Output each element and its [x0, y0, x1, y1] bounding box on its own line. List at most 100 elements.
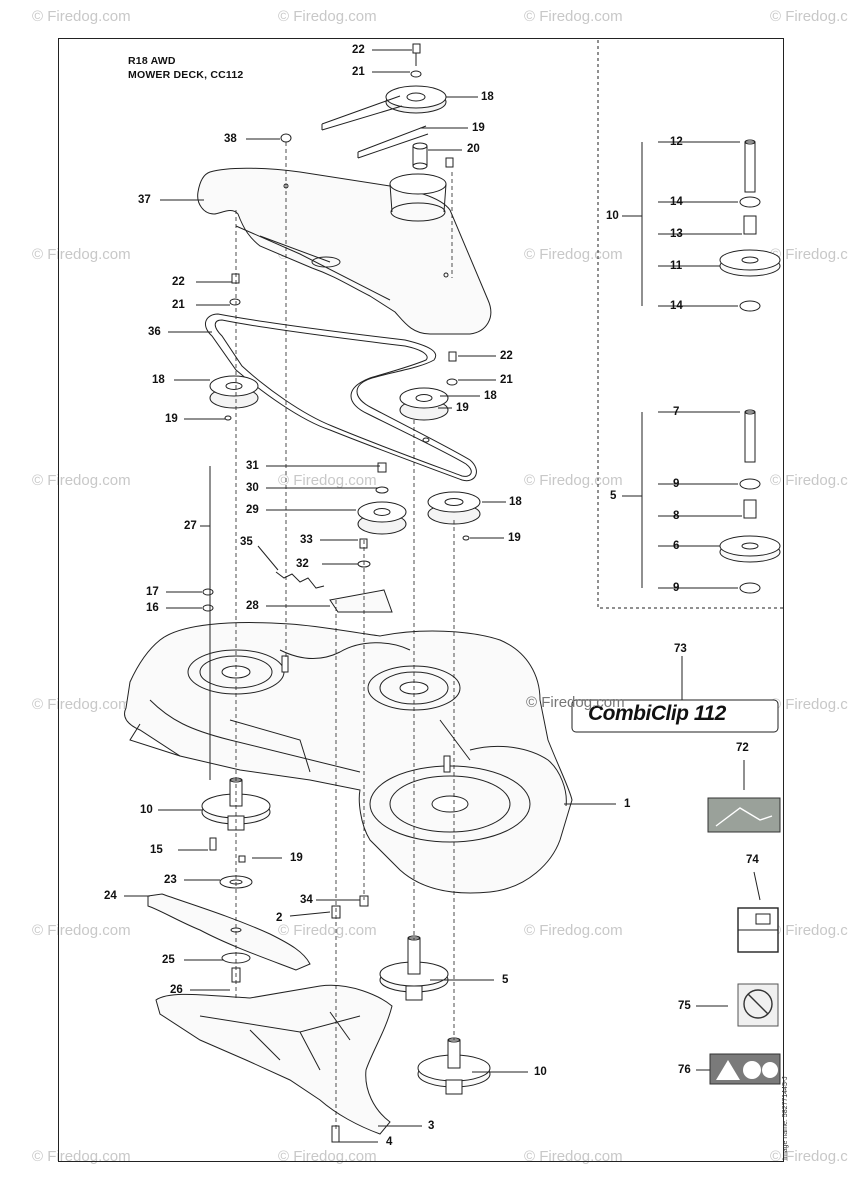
- callout-8: 8: [673, 510, 680, 522]
- callout-32: 32: [296, 558, 309, 570]
- callout-24: 24: [104, 890, 117, 902]
- mower-deck: [124, 622, 573, 894]
- callout-27: 27: [184, 520, 197, 532]
- combiclip-decal: [571, 699, 779, 733]
- watermark-overlay: © Firedog.com: [526, 694, 625, 711]
- callout-26: 26: [170, 984, 183, 996]
- watermark: © Firedog.com: [32, 472, 131, 489]
- callout-35: 35: [240, 536, 253, 548]
- watermark: © Firedog.com: [32, 922, 131, 939]
- spindle-five: [379, 935, 449, 1001]
- callout-18: 18: [484, 390, 497, 402]
- image-number: Image name: 582771445-J: [782, 1076, 789, 1160]
- callout-18: 18: [481, 91, 494, 103]
- callout-5: 5: [610, 490, 617, 502]
- bolt: [331, 1125, 340, 1143]
- callout-33: 33: [300, 534, 313, 546]
- callout-5: 5: [502, 974, 509, 986]
- diagram-frame: [58, 38, 784, 1162]
- watermark: © Firedog.com: [524, 922, 623, 939]
- callout-21: 21: [500, 374, 513, 386]
- callout-1: 1: [624, 798, 631, 810]
- callout-73: 73: [674, 643, 687, 655]
- callout-20: 20: [467, 143, 480, 155]
- callout-12: 12: [670, 136, 683, 148]
- callout-22: 22: [172, 276, 185, 288]
- spindle-ten-bottom: [417, 1037, 491, 1095]
- callout-17: 17: [146, 586, 159, 598]
- watermark: © Firedog.com: [524, 1148, 623, 1165]
- callout-23: 23: [164, 874, 177, 886]
- decal-74-ce: [737, 907, 779, 953]
- callout-4: 4: [386, 1136, 393, 1148]
- callout-19: 19: [472, 122, 485, 134]
- watermark: © Firedog.com: [770, 1148, 848, 1165]
- watermark: © Firedog.com: [278, 1148, 377, 1165]
- callout-31: 31: [246, 460, 259, 472]
- watermark: © Firedog.com: [770, 696, 848, 713]
- top-pulley-group: [321, 43, 447, 170]
- watermark: © Firedog.com: [770, 246, 848, 263]
- callout-18: 18: [509, 496, 522, 508]
- drive-belt: [204, 313, 477, 482]
- tensioner-assembly: [202, 462, 407, 613]
- callout-34: 34: [300, 894, 313, 906]
- callout-10: 10: [140, 804, 153, 816]
- callout-29: 29: [246, 504, 259, 516]
- watermark: © Firedog.com: [32, 696, 131, 713]
- callout-21: 21: [352, 66, 365, 78]
- pin: [359, 895, 369, 907]
- watermark: © Firedog.com: [770, 8, 848, 25]
- callout-15: 15: [150, 844, 163, 856]
- belt-cover: [197, 133, 492, 335]
- watermark: © Firedog.com: [32, 1148, 131, 1165]
- callout-76: 76: [678, 1064, 691, 1076]
- watermark: © Firedog.com: [278, 922, 377, 939]
- callout-19: 19: [165, 413, 178, 425]
- callout-25: 25: [162, 954, 175, 966]
- callout-74: 74: [746, 854, 759, 866]
- callout-9: 9: [673, 582, 680, 594]
- decal-75: [737, 983, 779, 1027]
- combiclip-logo: CombiClip 112: [588, 702, 726, 725]
- callout-75: 75: [678, 1000, 691, 1012]
- callout-19: 19: [508, 532, 521, 544]
- callout-36: 36: [148, 326, 161, 338]
- model-title: R18 AWD: [128, 55, 176, 67]
- callout-7: 7: [673, 406, 680, 418]
- watermark: © Firedog.com: [32, 8, 131, 25]
- deck-baffle: [155, 984, 393, 1135]
- kit-boundary: [597, 40, 784, 609]
- decal-72: [707, 797, 781, 833]
- callout-19: 19: [456, 402, 469, 414]
- callout-10: 10: [534, 1066, 547, 1078]
- callout-3: 3: [428, 1120, 435, 1132]
- callout-19: 19: [290, 852, 303, 864]
- callout-38: 38: [224, 133, 237, 145]
- watermark: © Firedog.com: [770, 472, 848, 489]
- callout-13: 13: [670, 228, 683, 240]
- callout-14: 14: [670, 196, 683, 208]
- spindle-kit-five: [719, 409, 781, 594]
- callout-21: 21: [172, 299, 185, 311]
- spindle-kit-ten: [719, 139, 781, 312]
- callout-11: 11: [670, 260, 683, 272]
- callout-22: 22: [500, 350, 513, 362]
- watermark: © Firedog.com: [278, 472, 377, 489]
- callout-28: 28: [246, 600, 259, 612]
- decal-76: [709, 1053, 781, 1085]
- idler-pulleys: [209, 273, 481, 541]
- callout-14: 14: [670, 300, 683, 312]
- watermark: © Firedog.com: [32, 246, 131, 263]
- callout-30: 30: [246, 482, 259, 494]
- callout-18: 18: [152, 374, 165, 386]
- callout-16: 16: [146, 602, 159, 614]
- callout-72: 72: [736, 742, 749, 754]
- watermark: © Firedog.com: [770, 922, 848, 939]
- callout-2: 2: [276, 912, 283, 924]
- callout-37: 37: [138, 194, 151, 206]
- assembly-title: MOWER DECK, CC112: [128, 69, 244, 81]
- callout-22: 22: [352, 44, 365, 56]
- callout-10: 10: [606, 210, 619, 222]
